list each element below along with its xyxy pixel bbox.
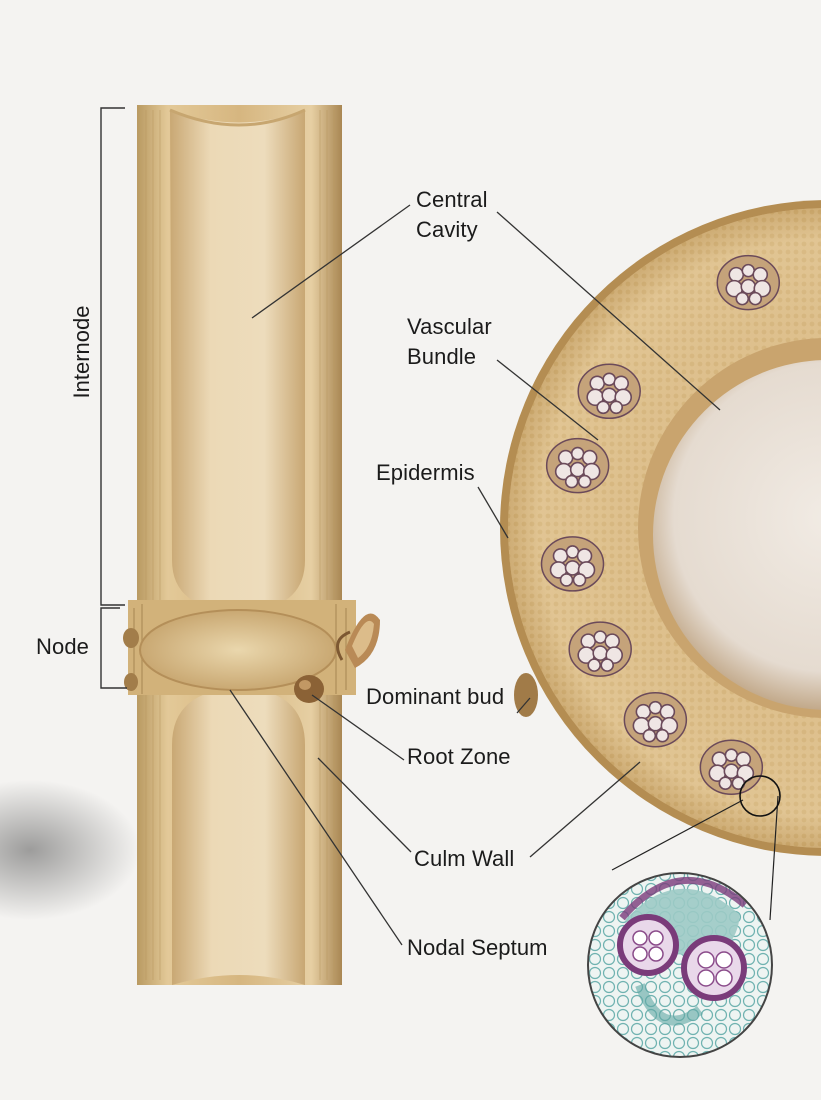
internode-bracket (100, 107, 125, 606)
node-bracket (100, 607, 127, 689)
dominant-bud (336, 613, 380, 668)
node-label: Node (36, 634, 89, 659)
dominant-bud-leader (516, 697, 531, 714)
vascular-bundle-7 (623, 691, 688, 748)
central-cavity-leader-right (496, 211, 721, 411)
epidermis-label: Epidermis (376, 460, 475, 485)
vascular-bundle-8 (699, 739, 764, 795)
vascular-bundle-label-line2: Bundle (407, 344, 477, 369)
nodal-septum (139, 609, 337, 691)
vascular-bundle-6 (568, 621, 632, 677)
root-zone-leader (311, 694, 405, 761)
dominant-bud-label: Dominant bud (366, 684, 505, 709)
root-zone-label: Root Zone (407, 744, 511, 769)
vascular-bundle-leader (496, 359, 599, 441)
magnifier-small-circle (739, 775, 781, 817)
nodal-septum-label: Nodal Septum (407, 935, 548, 960)
central-cavity-label: Central Cavity (416, 185, 488, 245)
central-cavity-label-line2: Cavity (416, 217, 478, 242)
vascular-bundle-micrograph (587, 775, 781, 1058)
central-cavity-leader-left (251, 204, 411, 319)
culm-wall-leader-left (317, 757, 412, 853)
culm-wall-label: Culm Wall (414, 846, 515, 871)
vascular-bundle-1 (716, 254, 781, 311)
bamboo-culm-longitudinal-section (123, 105, 380, 985)
root-zone-bump (294, 675, 324, 703)
nodal-septum-leader (229, 689, 403, 946)
vascular-bundle-5 (540, 536, 605, 592)
vascular-bundle-4 (545, 437, 610, 494)
vascular-bundle-label-line1: Vascular (407, 314, 492, 339)
culm-wall-leader-right (529, 761, 641, 858)
background-shadow (0, 780, 140, 920)
vascular-bundles (540, 254, 781, 795)
epidermis-leader (477, 486, 509, 539)
bamboo-culm-cross-section (500, 200, 821, 856)
vascular-bundle-3 (577, 363, 641, 420)
leader-lines (229, 204, 721, 946)
internode-label: Internode (69, 305, 94, 399)
vascular-bundle-label: Vascular Bundle (407, 312, 492, 372)
central-cavity-label-line1: Central (416, 187, 488, 212)
